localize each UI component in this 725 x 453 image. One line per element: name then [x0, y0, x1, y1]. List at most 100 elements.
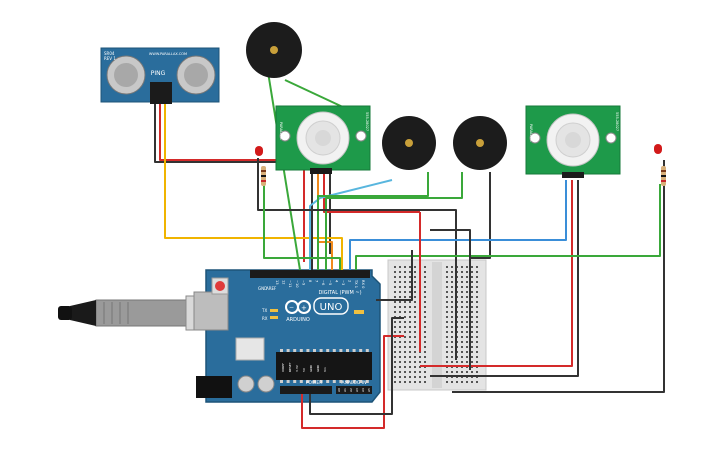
digital-pin-label: TX 1 — [354, 279, 358, 288]
buzzer1-center — [270, 46, 278, 54]
breadboard — [387, 259, 487, 391]
capacitor-2 — [257, 375, 275, 393]
power-pin-label: IOREF — [281, 363, 285, 372]
wire-pir2-out — [349, 180, 567, 270]
pir2-model: 555-28027 — [615, 112, 619, 131]
capacitor-1 — [237, 375, 255, 393]
ultrasonic-site: WWW.PARALLAX.COM — [149, 52, 187, 56]
gnd-label: GND — [258, 286, 267, 291]
analog-label: ANALOG IN — [341, 380, 366, 386]
digital-pin-label: 2 — [348, 280, 352, 282]
buzzer2-center — [405, 139, 413, 147]
wire-led2-gnd — [452, 160, 665, 393]
digital-label: DIGITAL (PWM ~) — [318, 290, 361, 296]
pir1-model: 555-28027 — [365, 112, 369, 131]
piezo-buzzer-2 — [382, 116, 436, 170]
digital-pin-label: ~10 — [295, 280, 299, 288]
uno-label: UNO — [320, 302, 343, 313]
wire-buzzer1 — [284, 79, 346, 109]
digital-pin-label: 7 — [315, 280, 319, 282]
pir-sensor-1: PARALLAX 555-28027 — [275, 105, 371, 174]
led-right — [654, 144, 666, 186]
power-pin-label: 3.3V — [295, 364, 299, 372]
wire-arduino-gnd — [309, 317, 404, 415]
analog-pin-label: A1 — [343, 388, 347, 392]
reset-button[interactable] — [215, 281, 225, 291]
analog-pin-label: A3 — [355, 388, 359, 392]
wire-buzzer3-gnd — [470, 172, 491, 259]
led1-body — [255, 146, 263, 156]
atmega-chip — [276, 352, 372, 380]
usb-cord — [58, 306, 72, 320]
wire-buzzer3-sig — [325, 172, 463, 270]
digital-pin-label: ~3 — [341, 280, 345, 285]
power-pin-label: Vin — [323, 367, 327, 372]
pir1-brand: PARALLAX — [279, 122, 283, 140]
usb-plug-body — [95, 299, 187, 327]
power-label: POWER — [306, 380, 323, 386]
wire-buzzer2 — [309, 179, 393, 270]
analog-pin-label: A2 — [349, 388, 353, 392]
usb-socket — [193, 291, 229, 331]
ultrasonic-name: PING — [151, 70, 166, 77]
wire-ping-sig — [164, 104, 343, 270]
power-pin-label: GND — [309, 364, 313, 372]
wire-pir2-gnd — [430, 180, 579, 377]
wire-bb-gnd-2 — [376, 250, 413, 301]
led2-body — [654, 144, 662, 154]
digital-pin-label: ~9 — [301, 280, 305, 286]
rx-label: RX — [262, 316, 268, 321]
ultrasonic-sensor: SR04 REV 1 WWW.PARALLAX.COM PING — [100, 47, 220, 104]
usb-strain-relief — [70, 300, 96, 326]
svg-text:+: + — [301, 304, 307, 312]
wire-ping-gnd — [154, 104, 331, 254]
digital-pin-label: 12 — [282, 280, 286, 285]
ultrasonic-rev: REV 1 — [104, 56, 116, 61]
pir2-brand: PARALLAX — [529, 124, 533, 142]
piezo-buzzer-3 — [453, 116, 507, 170]
wire-led1-sig — [263, 182, 341, 270]
wire-led1-gnd — [257, 158, 457, 360]
piezo-buzzer-1 — [246, 22, 302, 78]
wire-led2-sig — [355, 184, 661, 270]
analog-pin-label: A0 — [337, 388, 341, 392]
digital-pin-label: ~5 — [328, 280, 332, 285]
digital-pin-label: ~6 — [321, 280, 325, 286]
wire-pir1-5v — [323, 172, 420, 213]
power-header — [280, 386, 332, 394]
digital-pin-label: 8 — [308, 280, 312, 283]
power-jack — [196, 376, 232, 398]
wire-arduino-5v — [301, 335, 404, 429]
buzzer3-center — [476, 139, 484, 147]
pir1-pin-header — [310, 168, 332, 174]
tx-label: TX — [261, 308, 267, 313]
svg-text:−: − — [289, 304, 294, 311]
wire-buzzer1-sig — [267, 71, 301, 271]
digital-header — [250, 270, 370, 278]
ultrasonic-pin-header — [150, 82, 172, 104]
led-left — [255, 146, 266, 186]
ultrasonic-model: SR04 — [104, 51, 115, 56]
analog-pin-label: A5 — [367, 388, 371, 392]
wire-bb-gnd-1 — [430, 229, 471, 370]
digital-pin-label: 4 — [334, 280, 338, 283]
power-pin-label: 5V — [302, 367, 306, 372]
usb-cable — [58, 295, 211, 331]
arduino-logo: − + UNO ARDUINO — [285, 297, 349, 323]
pir-sensor-2: PARALLAX 555-28027 — [525, 105, 621, 178]
crystal — [235, 337, 265, 361]
brand-label: ARDUINO — [286, 317, 310, 323]
digital-pin-label: RX 0 — [361, 280, 365, 289]
pir2-pin-header — [562, 172, 584, 178]
analog-header — [336, 386, 372, 394]
power-pin-label: RESET — [288, 362, 292, 372]
wires — [154, 71, 665, 429]
digital-pin-label: 13 — [275, 280, 279, 285]
analog-pin-label: A4 — [361, 388, 365, 392]
aref-label: AREF — [266, 286, 277, 291]
